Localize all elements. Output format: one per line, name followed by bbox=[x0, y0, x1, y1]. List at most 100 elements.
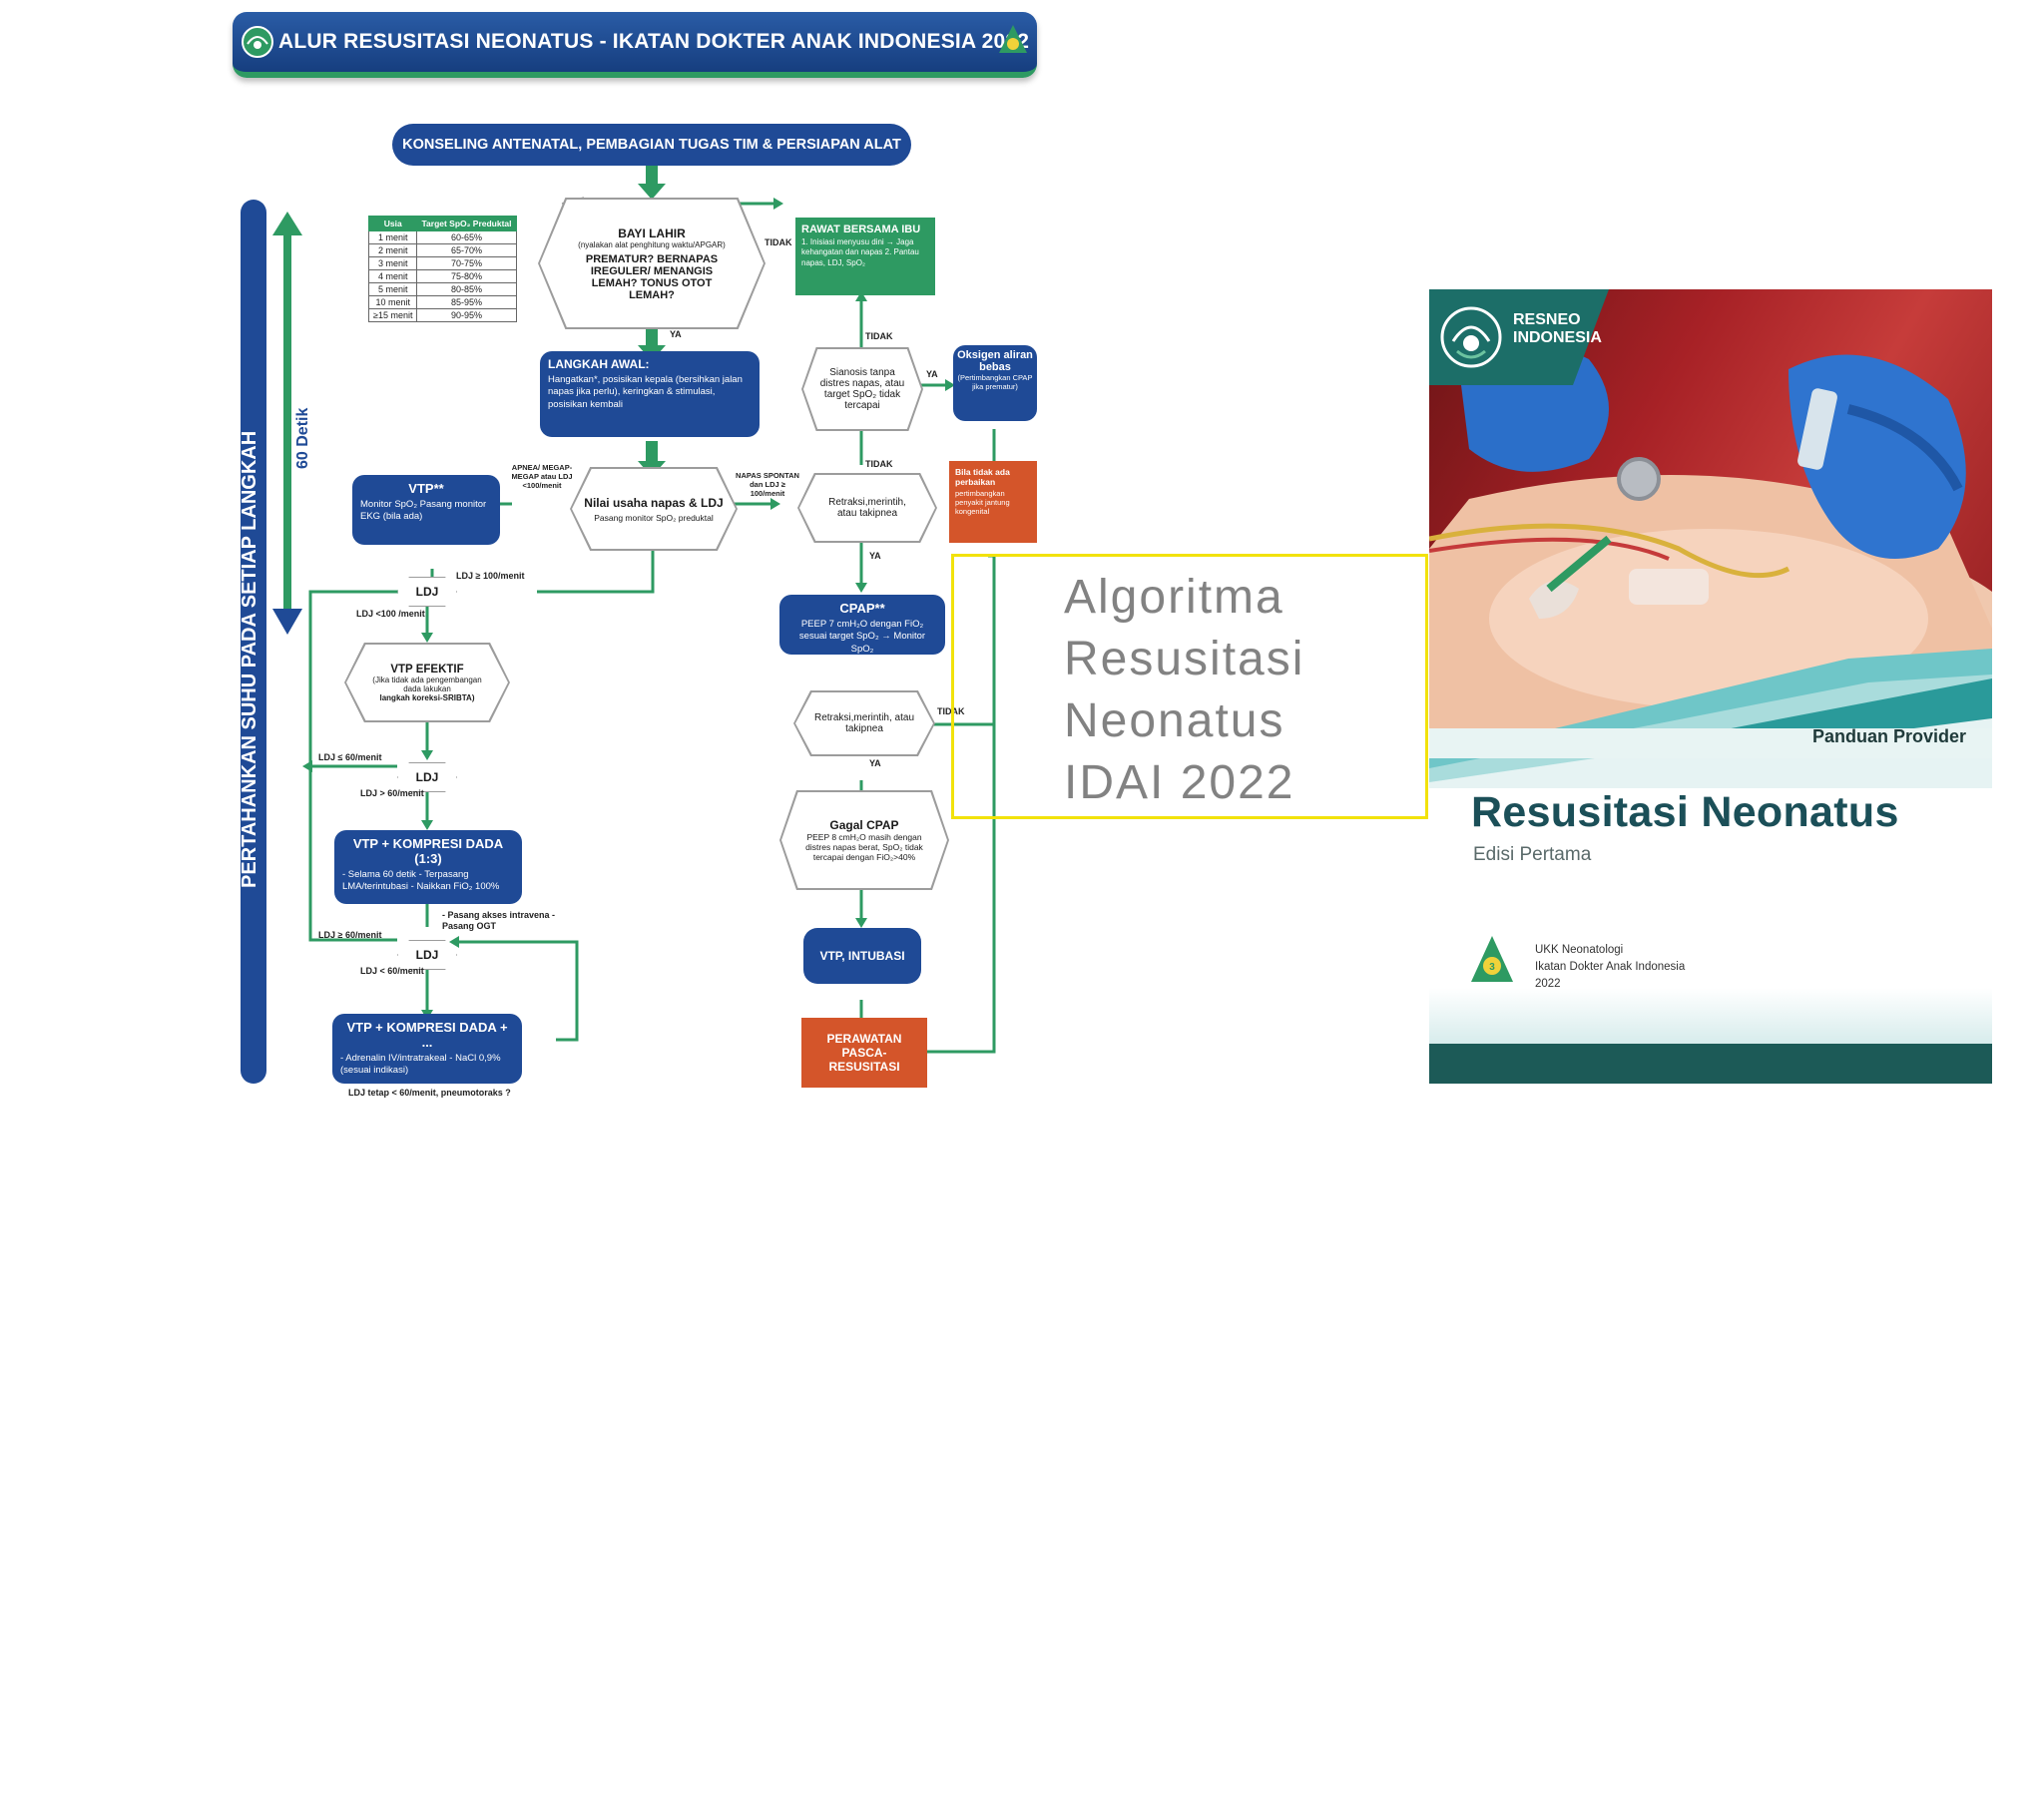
label-tidak-1: TIDAK bbox=[765, 237, 792, 247]
cover-edition: Edisi Pertama bbox=[1473, 844, 1592, 865]
cover-tag: Panduan Provider bbox=[1812, 726, 1967, 746]
oksigen-box: Oksigen aliran bebas (Pertimbangkan CPAP… bbox=[953, 345, 1037, 421]
idai-emblem-icon bbox=[999, 25, 1027, 53]
table-cell: 10 menit bbox=[367, 295, 418, 309]
retraksi-1-node: Retraksi,merintih, atau takipnea bbox=[799, 475, 935, 541]
vtp-efektif-title: VTP EFEKTIF bbox=[390, 663, 464, 676]
caption-text: Algoritma Resusitasi Neonatus IDAI 2022 bbox=[1064, 567, 1423, 814]
bayi-lahir-sub: (nyalakan alat penghitung waktu/APGAR) bbox=[578, 239, 726, 249]
langkah-awal-body: Hangatkan*, posisikan kepala (bersihkan … bbox=[548, 374, 743, 410]
gagal-cpap-node: Gagal CPAP PEEP 8 cmH₂O masih dengan dis… bbox=[781, 792, 947, 888]
label-ldj-gt60: LDJ > 60/menit bbox=[360, 788, 424, 798]
vtp-efektif-strong: langkah koreksi-SRIBTA) bbox=[379, 692, 475, 702]
vtp-kompresi-title: VTP + KOMPRESI DADA (1:3) bbox=[352, 836, 504, 866]
sianosis-frame: Sianosis tanpa distres napas, atau targe… bbox=[801, 347, 923, 431]
table-cell: 60-65% bbox=[416, 230, 517, 244]
caption-line: IDAI 2022 bbox=[1064, 756, 1295, 809]
bila-tidak-box: Bila tidak ada perbaikan pertimbangkan p… bbox=[949, 461, 1037, 543]
table-cell: 80-85% bbox=[416, 282, 517, 296]
vtp-kompresi-plus-title: VTP + KOMPRESI DADA + ... bbox=[346, 1020, 508, 1050]
pasang-akses-label: - Pasang akses intravena - Pasang OGT bbox=[442, 910, 556, 931]
cover-photo-illustration bbox=[1429, 341, 1992, 758]
rawat-bersama-body: 1. Inisiasi menyusu dini → Jaga kehangat… bbox=[801, 237, 919, 267]
svg-text:3: 3 bbox=[1489, 962, 1495, 973]
nilai-usaha-frame: Nilai usaha napas & LDJ Pasang monitor S… bbox=[570, 467, 738, 551]
cover-publisher: UKK Neonatologi Ikatan Dokter Anak Indon… bbox=[1535, 942, 1685, 993]
ldj-node-3: LDJ bbox=[397, 940, 457, 970]
label-ldj-lt60b: LDJ < 60/menit bbox=[360, 966, 424, 976]
rawat-bersama-box: RAWAT BERSAMA IBU 1. Inisiasi menyusu di… bbox=[795, 218, 935, 295]
caption-box: Algoritma Resusitasi Neonatus IDAI 2022 bbox=[951, 554, 1428, 819]
vtp-kompresi-box: VTP + KOMPRESI DADA (1:3) - Selama 60 de… bbox=[334, 830, 522, 904]
vtp-efektif-body: (Jika tidak ada pengembangan dada lakuka… bbox=[372, 675, 482, 693]
nilai-usaha-title: Nilai usaha napas & LDJ bbox=[584, 495, 724, 510]
resneo-logo-icon bbox=[242, 26, 273, 58]
table-cell: 70-75% bbox=[416, 256, 517, 270]
cpap-body: PEEP 7 cmH₂O dengan FiO₂ sesuai target S… bbox=[798, 619, 926, 655]
logo-line: INDONESIA bbox=[1513, 329, 1602, 346]
vtp-intubasi-box: VTP, INTUBASI bbox=[803, 928, 921, 984]
table-cell: 65-70% bbox=[416, 243, 517, 257]
logo-line: RESNEO bbox=[1513, 311, 1581, 328]
vtp-body: Monitor SpO₂ Pasang monitor EKG (bila ad… bbox=[360, 499, 487, 523]
retraksi-2-frame: Retraksi,merintih, atau takipnea bbox=[793, 690, 935, 756]
table-cell: 85-95% bbox=[416, 295, 517, 309]
ldj-node-2: LDJ bbox=[397, 762, 457, 792]
oksigen-body: (Pertimbangkan CPAP jika prematur) bbox=[957, 373, 1033, 391]
footnote-label: LDJ tetap < 60/menit, pneumotoraks ? bbox=[348, 1088, 511, 1098]
label-ldj-ge100: LDJ ≥ 100/menit bbox=[456, 571, 525, 581]
label-ldj-lt100: LDJ <100 /menit bbox=[356, 609, 425, 619]
gagal-cpap-frame: Gagal CPAP PEEP 8 cmH₂O masih dengan dis… bbox=[779, 790, 949, 890]
oksigen-title: Oksigen aliran bebas bbox=[957, 349, 1033, 373]
rawat-bersama-title: RAWAT BERSAMA IBU bbox=[801, 224, 921, 235]
bayi-lahir-node: BAYI LAHIR (nyalakan alat penghitung wak… bbox=[540, 200, 764, 327]
tag-strip bbox=[1429, 728, 1992, 758]
langkah-awal-title: LANGKAH AWAL: bbox=[548, 357, 650, 371]
publisher-line: 2022 bbox=[1535, 978, 1561, 990]
label-tidak-2: TIDAK bbox=[865, 331, 893, 341]
label-napas-spontan: NAPAS SPONTAN dan LDJ ≥ 100/menit bbox=[736, 471, 799, 498]
perawatan-box: PERAWATAN PASCA-RESUSITASI bbox=[801, 1018, 927, 1088]
table-cell: 5 menit bbox=[367, 282, 418, 296]
cpap-box: CPAP** PEEP 7 cmH₂O dengan FiO₂ sesuai t… bbox=[779, 595, 945, 655]
retraksi-1-frame: Retraksi,merintih, atau takipnea bbox=[797, 473, 937, 543]
vtp-efektif-node: VTP EFEKTIF (Jika tidak ada pengembangan… bbox=[346, 645, 508, 720]
flowchart-banner: ALUR RESUSITASI NEONATUS - IKATAN DOKTER… bbox=[233, 12, 1037, 78]
vtp-kompresi-plus-body: - Adrenalin IV/intratrakeal - NaCl 0,9% … bbox=[340, 1053, 501, 1077]
caption-line: Resusitasi bbox=[1064, 633, 1305, 685]
table-cell: 75-80% bbox=[416, 269, 517, 283]
label-ldj-ge60: LDJ ≥ 60/menit bbox=[318, 930, 382, 940]
gagal-cpap-title: Gagal CPAP bbox=[829, 818, 899, 832]
logo-plate bbox=[1429, 289, 1609, 385]
table-cell: 2 menit bbox=[367, 243, 418, 257]
label-ya-4: YA bbox=[869, 758, 881, 768]
label-ldj-lt60: LDJ ≤ 60/menit bbox=[318, 752, 382, 762]
nilai-usaha-body: Pasang monitor SpO₂ preduktal bbox=[594, 512, 714, 523]
vtp-box: VTP** Monitor SpO₂ Pasang monitor EKG (b… bbox=[352, 475, 500, 545]
cover-bottom-fade bbox=[1429, 988, 1992, 1044]
vtp-title: VTP** bbox=[408, 481, 444, 496]
ldj-node-1: LDJ bbox=[397, 577, 457, 607]
timer-label: 60 Detik bbox=[294, 407, 311, 469]
label-ya-2: YA bbox=[926, 369, 938, 379]
temperature-side-bar bbox=[241, 200, 266, 1084]
logo-text: RESNEO INDONESIA bbox=[1513, 311, 1602, 347]
bila-tidak-body: pertimbangkan penyakit jantung kongenita… bbox=[955, 489, 1010, 516]
caption-line: Algoritma bbox=[1064, 571, 1284, 624]
label-tidak-4: TIDAK bbox=[937, 706, 965, 716]
table-cell: 1 menit bbox=[367, 230, 418, 244]
bayi-lahir-questions: PREMATUR? BERNAPAS IREGULER/ MENANGIS LE… bbox=[585, 252, 719, 301]
cover-decor-stripes bbox=[1429, 649, 1992, 788]
retraksi-2-node: Retraksi,merintih, atau takipnea bbox=[795, 692, 933, 754]
label-tidak-3: TIDAK bbox=[865, 459, 893, 469]
gagal-cpap-body: PEEP 8 cmH₂O masih dengan distres napas … bbox=[805, 832, 923, 862]
book-cover: RESNEO INDONESIA Panduan Provider Resusi… bbox=[1429, 289, 1992, 1084]
table-header: Target SpO₂ Preduktal bbox=[416, 216, 517, 231]
